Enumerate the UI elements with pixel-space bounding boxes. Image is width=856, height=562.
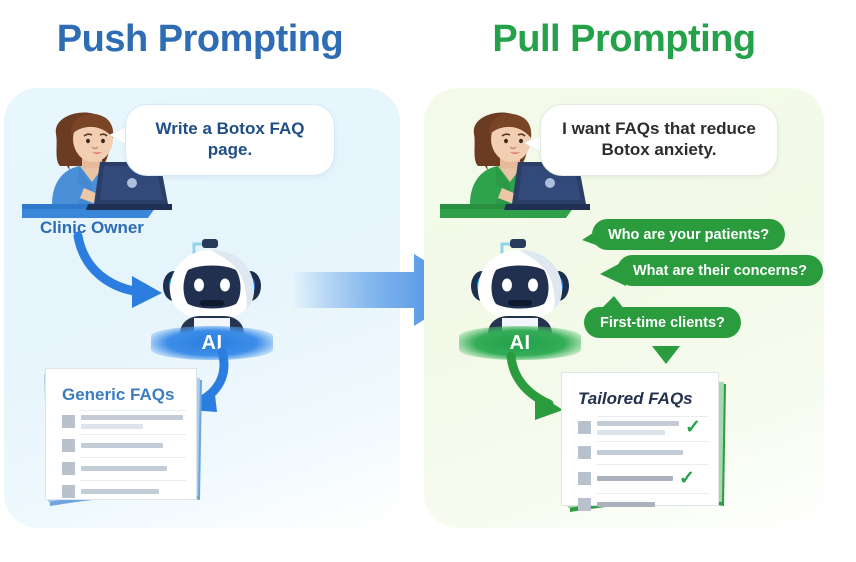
doc-list-item: ✓ [578, 469, 708, 488]
doc-line [597, 502, 655, 507]
doc-list-item [62, 415, 186, 429]
chevron-down-to-document [650, 344, 684, 366]
doc-line [81, 443, 163, 448]
clarifying-question-pill: What are their concerns? [617, 255, 824, 286]
pull-prompting-title: Pull Prompting [492, 18, 756, 60]
push-speech-bubble: Write a Botox FAQ page. [125, 104, 335, 176]
doc-list-item [62, 439, 186, 452]
tailored-faqs-title: Tailored FAQs [578, 389, 693, 408]
doc-rule [80, 434, 186, 435]
ai-pedestal-pull: AI [459, 326, 581, 360]
clinic-owner-illustration-pull [440, 100, 590, 220]
doc-rule [597, 441, 709, 442]
doc-line [597, 476, 673, 481]
doc-line [597, 450, 683, 455]
person-at-laptop-icon [440, 112, 590, 218]
doc-line [81, 466, 167, 471]
doc-bullet [62, 462, 75, 475]
ai-robot-push [158, 238, 266, 342]
doc-rule [597, 416, 709, 417]
doc-list-item: ✓ [578, 417, 708, 438]
doc-list-item [578, 498, 708, 511]
doc-list-item [62, 485, 186, 498]
doc-bullet [62, 415, 75, 428]
curved-arrow-owner-to-ai [70, 231, 185, 314]
doc-bullet [578, 446, 591, 459]
doc-rule [80, 480, 186, 481]
chevron-down-icon [652, 346, 680, 364]
doc-bullet [62, 439, 75, 452]
doc-rule [80, 410, 186, 411]
generic-faqs-title: Generic FAQs [62, 385, 175, 404]
ai-pedestal-push: AI [151, 326, 273, 360]
doc-line [597, 430, 665, 435]
curved-arrow-icon [73, 231, 162, 308]
check-icon: ✓ [685, 417, 701, 438]
clarifying-question-pill: First-time clients? [584, 307, 741, 338]
doc-line [81, 424, 143, 429]
generic-faqs-lines [62, 410, 186, 498]
tailored-faqs-lines: ✓ ✓ [578, 416, 709, 511]
doc-bullet [578, 472, 591, 485]
push-prompting-title: Push Prompting [56, 18, 344, 60]
clinic-owner-label: Clinic Owner [40, 218, 144, 237]
doc-line [597, 421, 679, 426]
speech-bubble-tail-pull [525, 134, 543, 153]
doc-list-item [62, 462, 186, 475]
check-icon: ✓ [679, 468, 695, 489]
pull-speech-bubble: I want FAQs that reduce Botox anxiety. [540, 104, 778, 176]
curved-arrow-ai-to-tailored-faqs [505, 351, 585, 430]
doc-rule [597, 464, 709, 465]
doc-rule [597, 493, 709, 494]
doc-line [81, 489, 159, 494]
doc-bullet [578, 498, 591, 511]
curved-arrow-icon [506, 351, 563, 420]
doc-rule [80, 457, 186, 458]
doc-line [81, 415, 183, 420]
doc-list-item [578, 446, 708, 459]
doc-bullet [578, 421, 591, 434]
speech-bubble-tail-push [110, 126, 128, 145]
robot-icon [163, 239, 261, 334]
clarifying-question-pill: Who are your patients? [592, 219, 786, 250]
doc-bullet [62, 485, 75, 498]
